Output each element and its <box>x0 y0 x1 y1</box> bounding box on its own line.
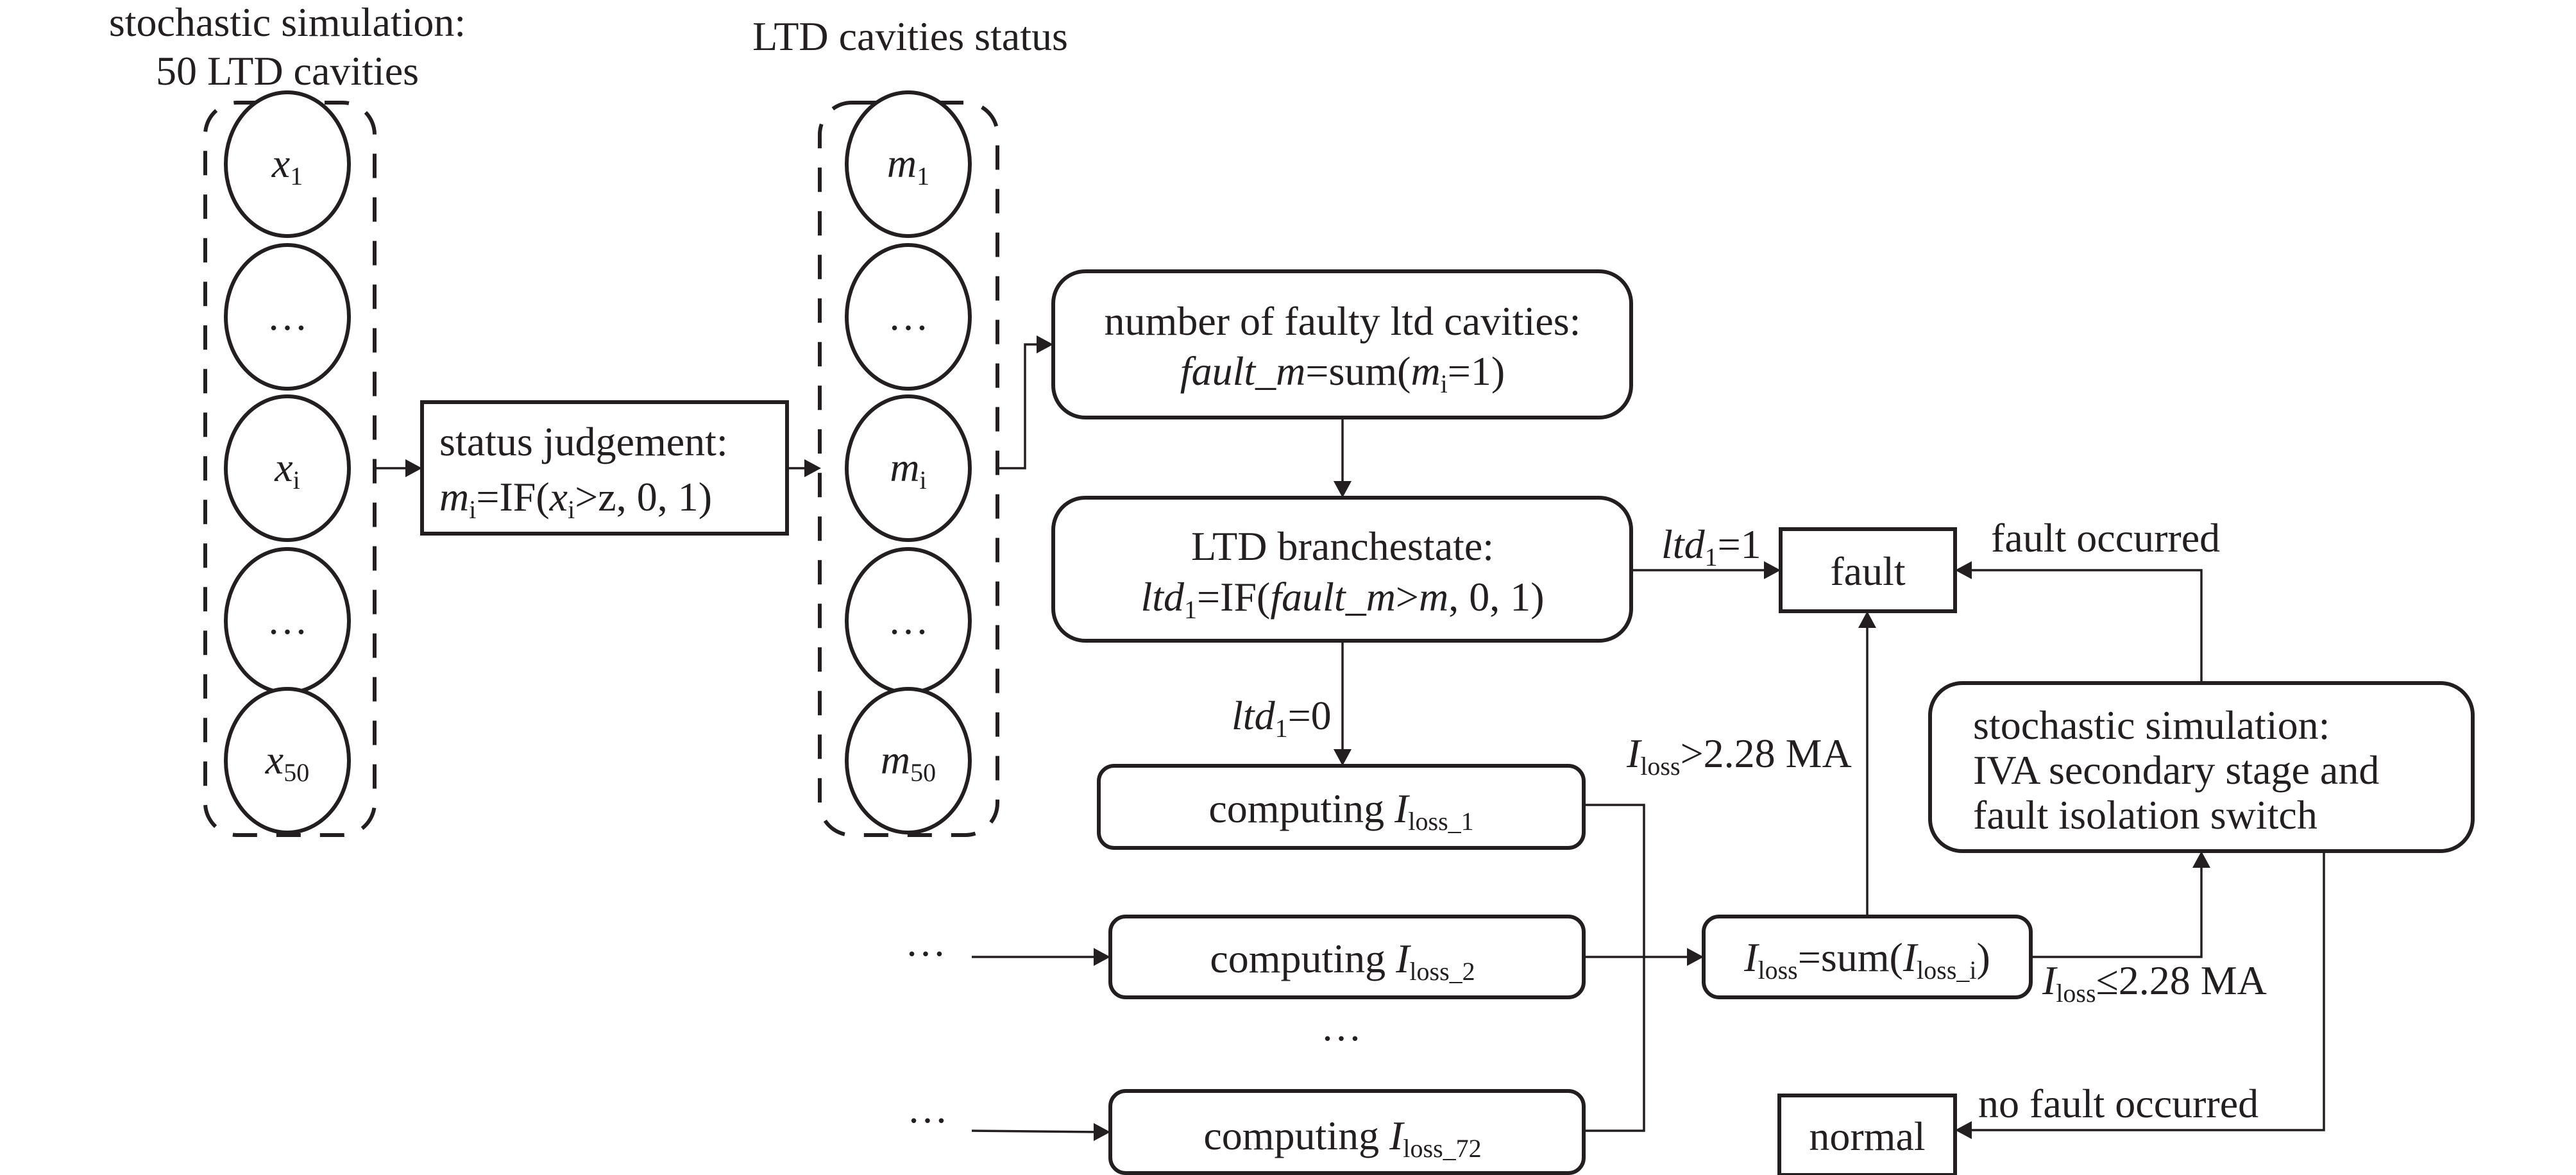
label-no-fault-occurred: no fault occurred <box>1978 1081 2258 1126</box>
branch-state-formula: ltd1=IF(fault_m>m, 0, 1) <box>1140 574 1544 624</box>
iloss-sum-formula: Iloss=sum(Iloss_i) <box>1743 934 1990 985</box>
m-cavity-node: m50 <box>845 687 972 834</box>
label-ltd1-eq-1: ltd1=1 <box>1661 521 1761 571</box>
branch-state-node: LTD branchestate: ltd1=IF(fault_m>m, 0, … <box>1051 496 1633 643</box>
left-title-line1: stochastic simulation: <box>109 0 466 45</box>
x-cavity-label: … <box>267 293 308 339</box>
arrowhead-icon <box>405 459 422 477</box>
m-cavity-circle <box>845 90 972 238</box>
edge-ellipsis-to-computing72 <box>971 1129 1099 1133</box>
arrowhead-icon <box>1094 948 1110 966</box>
x-cavity-node: x50 <box>224 687 351 834</box>
branch-state-label: LTD branchestate: <box>1191 523 1494 569</box>
x-cavity-circle <box>224 243 351 391</box>
m-cavity-label: m1 <box>887 140 929 190</box>
computing-2-label: computing Iloss_2 <box>1210 936 1475 986</box>
edge-sum-to-iva <box>2031 863 2203 958</box>
m-cavity-circle <box>845 394 972 542</box>
m-cavity-node: … <box>845 243 972 391</box>
status-judgement-label: status judgement: <box>439 419 728 464</box>
m-cavity-label: m50 <box>881 737 936 787</box>
edge-iva-to-normal <box>1967 851 2325 1131</box>
m-cavity-circle <box>845 243 972 391</box>
iva-line2: IVA secondary stage and <box>1973 747 2379 793</box>
status-judgement-node: status judgement: mi=IF(xi>z, 0, 1) <box>420 400 789 536</box>
m-cavity-label: mi <box>890 444 926 495</box>
m-cavity-node: … <box>845 547 972 695</box>
x-cavity-circle <box>224 394 351 542</box>
arrowhead-icon <box>1858 611 1876 628</box>
arrowhead-icon <box>1037 335 1053 353</box>
x-cavity-label: xi <box>274 444 300 495</box>
faulty-count-formula: fault_m=sum(mi=1) <box>1180 348 1505 398</box>
label-ltd1-eq-0: ltd1=0 <box>1232 693 1332 743</box>
x-cavity-circle <box>224 90 351 238</box>
m-cavity-node: m1 <box>845 90 972 238</box>
label-iloss-le: Iloss≤2.28 MA <box>2042 958 2267 1008</box>
arrowhead-icon <box>1687 948 1704 966</box>
label-fault-occurred: fault occurred <box>1991 515 2220 561</box>
m-cavity-label: … <box>888 597 929 643</box>
computing-node-2: computing Iloss_2 <box>1108 915 1586 999</box>
edge-iva-to-fault <box>1967 569 2203 683</box>
faulty-count-node: number of faulty ltd cavities: fault_m=s… <box>1051 269 1633 419</box>
arrowhead-icon <box>1764 561 1781 579</box>
edge-mi-to-faulty-count <box>997 343 1043 469</box>
arrowhead-icon <box>2192 851 2210 868</box>
m-cavity-node: mi <box>845 394 972 542</box>
m-column: m1 … mi … m50 <box>845 90 972 834</box>
normal-label: normal <box>1809 1113 1925 1159</box>
iva-line1: stochastic simulation: <box>1973 702 2330 748</box>
middle-title: LTD cavities status <box>752 13 1068 59</box>
m-cavity-circle <box>845 687 972 834</box>
computing-node-72: computing Iloss_72 <box>1108 1089 1586 1175</box>
x-cavity-circle <box>224 687 351 834</box>
left-title-line2: 50 LTD cavities <box>156 48 419 94</box>
normal-node: normal <box>1777 1094 1957 1175</box>
ellipsis-between-computing: … <box>1321 1004 1362 1049</box>
iva-simulation-node: stochastic simulation: IVA secondary sta… <box>1928 681 2475 853</box>
arrowhead-icon <box>1334 749 1352 766</box>
x-cavity-node: … <box>224 243 351 391</box>
ellipsis-left-2: … <box>905 919 946 965</box>
arrowhead-icon <box>1955 1121 1972 1139</box>
edges <box>375 335 2325 1141</box>
status-judgement-formula: mi=IF(xi>z, 0, 1) <box>439 474 712 524</box>
x-cavity-label: … <box>267 597 308 643</box>
arrowhead-icon <box>1334 481 1352 498</box>
arrowhead-icon <box>804 459 821 477</box>
x-cavity-node: … <box>224 547 351 695</box>
iloss-sum-node: Iloss=sum(Iloss_i) <box>1702 915 2033 999</box>
x-cavity-label: x1 <box>271 140 303 190</box>
computing-72-label: computing Iloss_72 <box>1203 1113 1481 1163</box>
arrowhead-icon <box>1955 561 1972 579</box>
x-column: x1 … xi … x50 <box>224 90 351 834</box>
faulty-count-label: number of faulty ltd cavities: <box>1105 298 1581 344</box>
arrowhead-icon <box>1094 1123 1110 1141</box>
fault-node: fault <box>1779 527 1957 613</box>
iva-line3: fault isolation switch <box>1973 792 2318 838</box>
x-cavity-node: xi <box>224 394 351 542</box>
m-cavity-label: … <box>888 293 929 339</box>
x-cavity-node: x1 <box>224 90 351 238</box>
ellipsis-left-72: … <box>907 1086 948 1131</box>
computing-node-1: computing Iloss_1 <box>1097 764 1586 850</box>
label-iloss-gt: Iloss>2.28 MA <box>1626 731 1852 781</box>
fault-label: fault <box>1830 548 1906 594</box>
computing-1-label: computing Iloss_1 <box>1208 786 1473 836</box>
edge-computing1-bus <box>1584 804 1645 1132</box>
x-cavity-label: x50 <box>265 737 309 787</box>
